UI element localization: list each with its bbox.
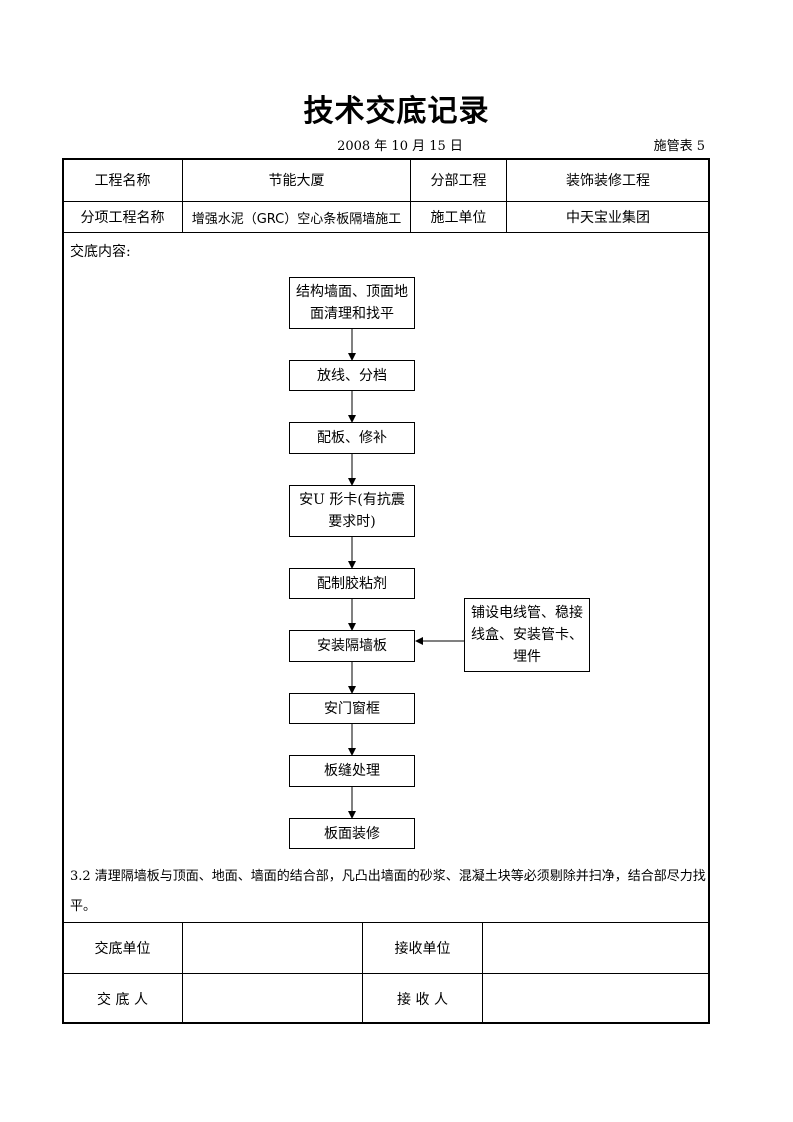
deliver-unit-label: 交底单位	[94, 941, 151, 957]
col-divider	[482, 922, 483, 1023]
flow-step-5: 配制胶粘剂	[289, 568, 415, 599]
row-divider	[62, 922, 710, 923]
receiver-value[interactable]	[483, 974, 709, 1023]
row-divider	[62, 973, 710, 974]
flow-step-6: 安装隔墙板	[289, 630, 415, 662]
flow-side-step: 铺设电线管、稳接线盒、安装管卡、埋件	[464, 598, 590, 672]
contractor-label: 施工单位	[430, 210, 487, 226]
flow-step-9: 板面装修	[289, 818, 415, 849]
division-value: 装饰装修工程	[566, 173, 650, 189]
flow-step-3: 配板、修补	[289, 422, 415, 454]
row-divider	[62, 201, 710, 202]
page-title: 技术交底记录	[303, 94, 490, 129]
form-number: 施管表 5	[653, 139, 705, 154]
subitem-label: 分项工程名称	[80, 210, 165, 226]
col-divider	[410, 158, 411, 233]
contractor-value: 中天宝业集团	[566, 210, 650, 226]
col-divider	[182, 922, 183, 1023]
content-note: 3.2 清理隔墙板与顶面、地面、墙面的结合部，凡凸出墙面的砂浆、混凝土块等必须剔…	[70, 869, 706, 914]
flow-step-8: 板缝处理	[289, 755, 415, 787]
receive-unit-label: 接收单位	[394, 941, 451, 957]
record-table	[62, 158, 710, 1024]
flow-step-2: 放线、分档	[289, 360, 415, 391]
content-label: 交底内容:	[70, 244, 131, 260]
receive-unit-value[interactable]	[483, 923, 709, 973]
flow-step-1: 结构墙面、顶面地面清理和找平	[289, 277, 415, 329]
deliverer-value[interactable]	[183, 974, 362, 1023]
deliver-unit-value[interactable]	[183, 923, 362, 973]
row-divider	[62, 232, 710, 233]
record-date: 2008 年 10 月 15 日	[337, 139, 463, 154]
division-label: 分部工程	[430, 173, 487, 189]
project-name-label: 工程名称	[94, 173, 151, 189]
flow-step-7: 安门窗框	[289, 693, 415, 724]
col-divider	[182, 158, 183, 233]
receiver-label: 接 收 人	[397, 991, 448, 1008]
col-divider	[506, 158, 507, 233]
col-divider	[362, 922, 363, 1023]
deliverer-label: 交 底 人	[97, 991, 148, 1008]
project-name-value: 节能大厦	[268, 173, 325, 189]
flow-step-4: 安U 形卡(有抗震要求时)	[289, 485, 415, 537]
subitem-value: 增强水泥（GRC）空心条板隔墙施工	[191, 211, 402, 227]
